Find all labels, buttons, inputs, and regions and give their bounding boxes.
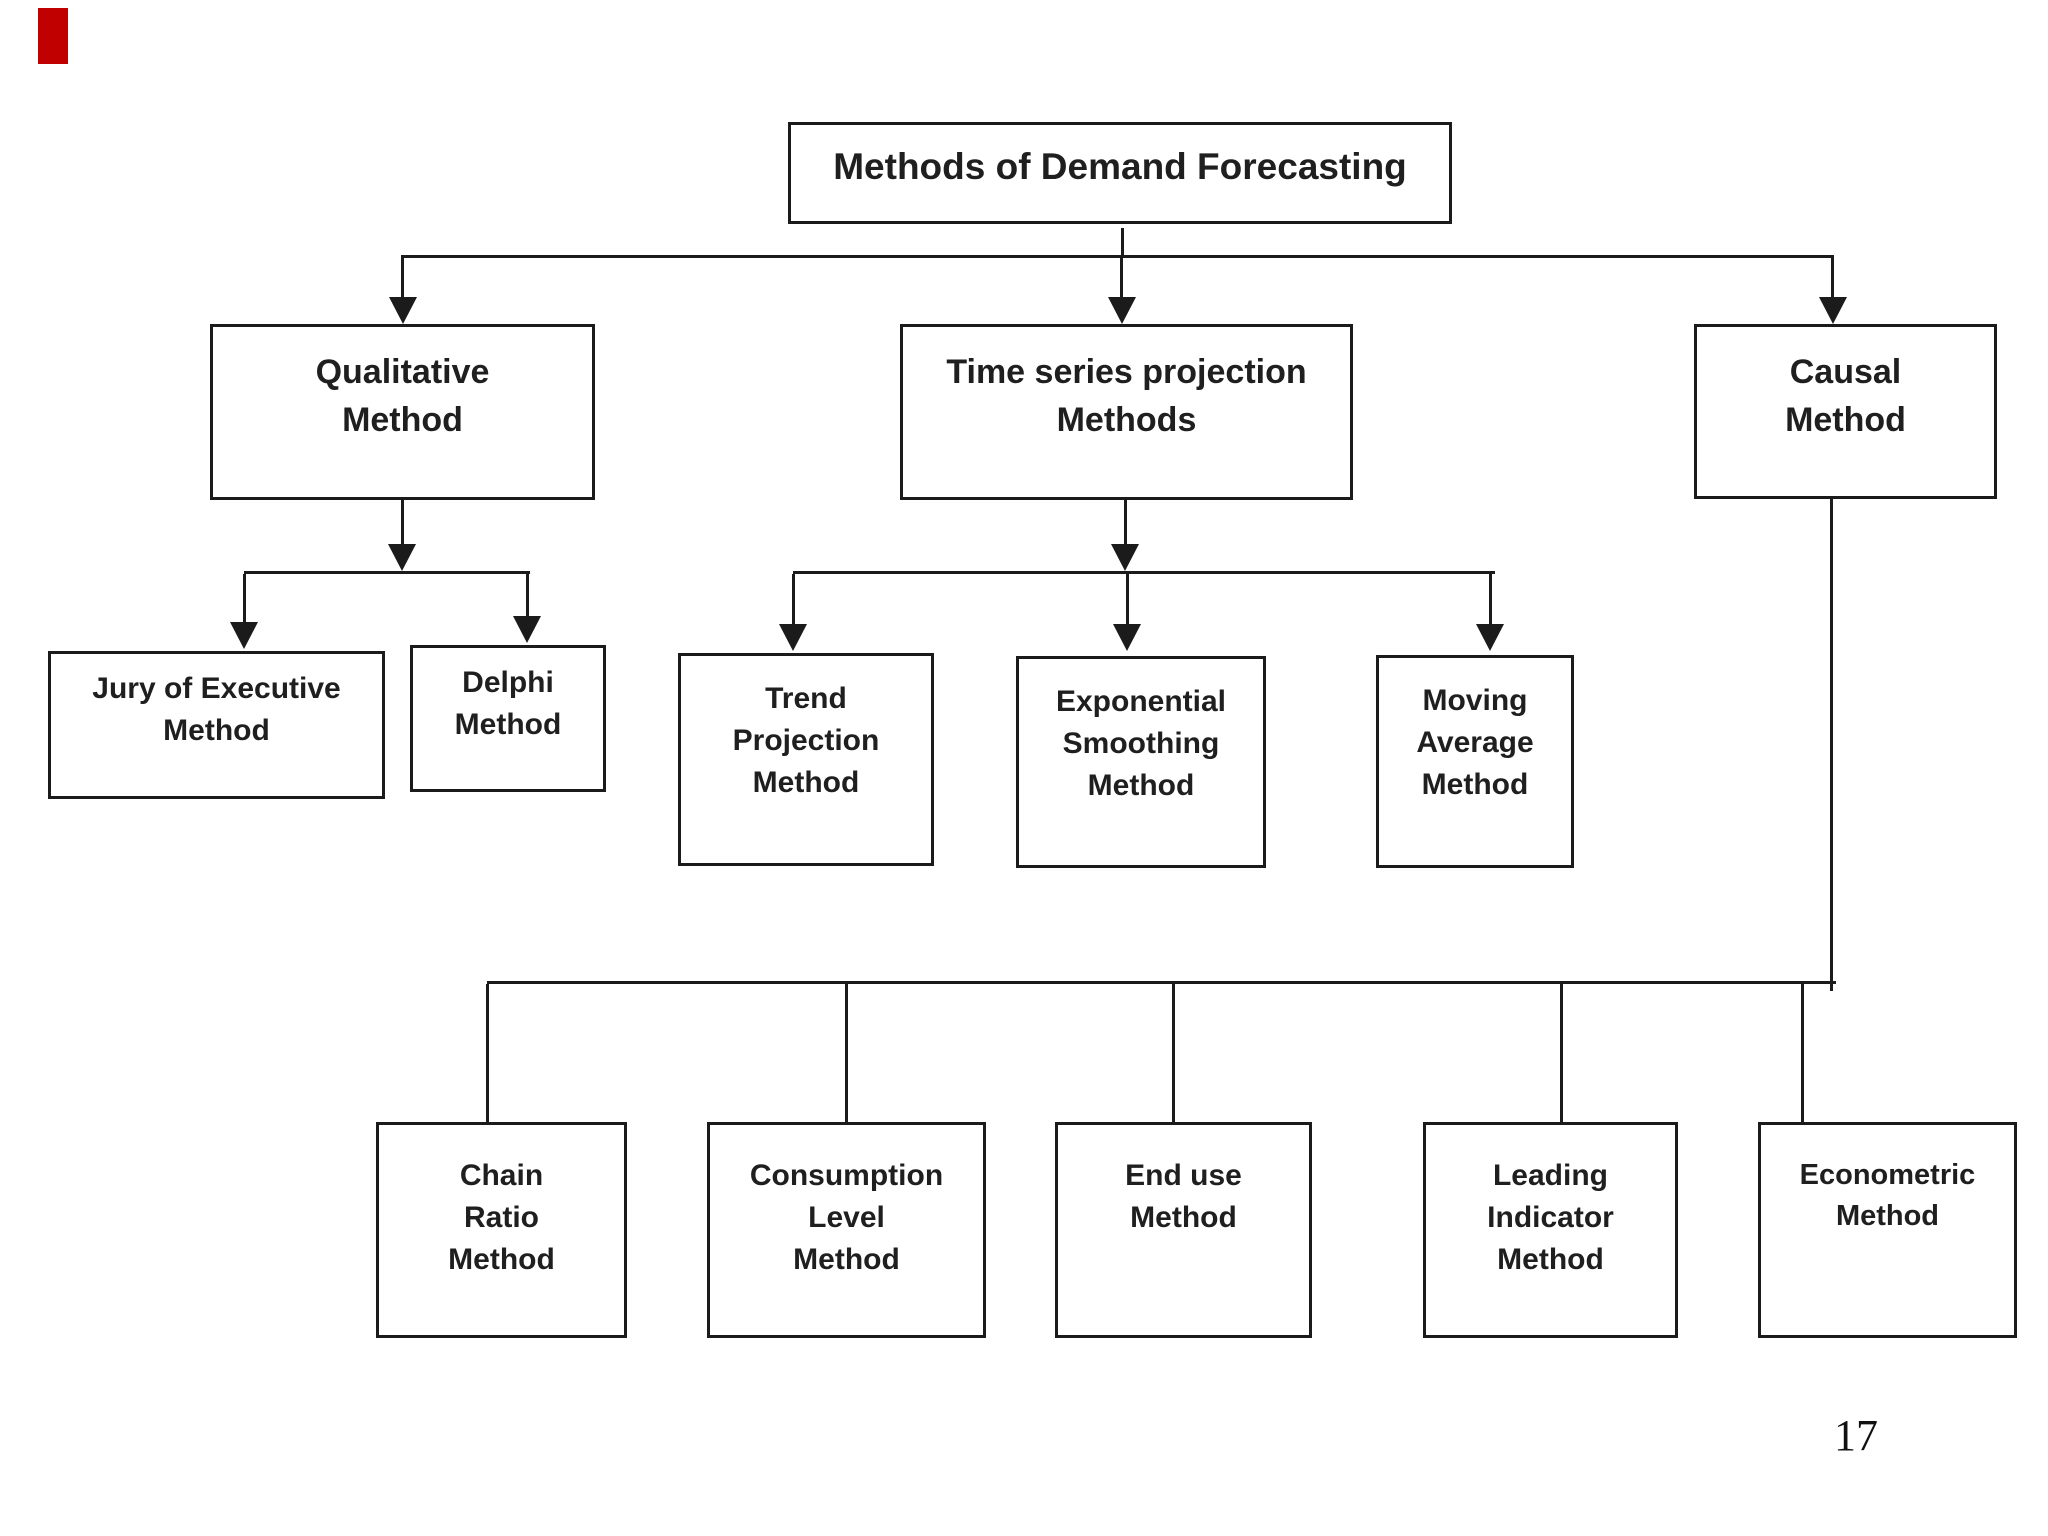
node-label: Qualitative Method: [315, 353, 490, 439]
node-delphi-method: Delphi Method: [410, 645, 606, 792]
node-jury-of-executive-method: Jury of Executive Method: [48, 651, 385, 799]
connector-line: [243, 574, 246, 624]
node-label: Chain Ratio Method: [448, 1159, 555, 1276]
node-label: Econometric Method: [1799, 1159, 1976, 1232]
arrowhead-icon: [230, 622, 258, 649]
arrowhead-icon: [389, 297, 417, 324]
connector-line: [1124, 500, 1127, 546]
arrowhead-icon: [1819, 297, 1847, 324]
connector-line: [486, 984, 489, 1122]
arrowhead-icon: [1108, 297, 1136, 324]
node-chain-ratio-method: Chain Ratio Method: [376, 1122, 627, 1338]
connector-line: [1489, 574, 1492, 626]
arrowhead-icon: [779, 624, 807, 651]
connector-line: [402, 255, 1834, 258]
node-methods-of-demand-forecasting: Methods of Demand Forecasting: [788, 122, 1452, 224]
node-label: Delphi Method: [454, 666, 562, 741]
connector-line: [1830, 499, 1833, 991]
node-leading-indicator-method: Leading Indicator Method: [1423, 1122, 1678, 1338]
connector-line: [845, 984, 848, 1122]
red-accent-bar: [38, 8, 68, 64]
connector-line: [1120, 255, 1123, 299]
page-number: 17: [1834, 1411, 1878, 1460]
node-trend-projection-method: Trend Projection Method: [678, 653, 934, 866]
node-label: Consumption Level Method: [749, 1159, 944, 1276]
node-label: Causal Method: [1785, 353, 1906, 439]
node-end-use-method: End use Method: [1055, 1122, 1312, 1338]
node-moving-average-method: Moving Average Method: [1376, 655, 1574, 868]
connector-line: [244, 571, 530, 574]
connector-line: [1801, 984, 1804, 1122]
node-qualitative-method: Qualitative Method: [210, 324, 595, 500]
arrowhead-icon: [388, 544, 416, 571]
node-consumption-level-method: Consumption Level Method: [707, 1122, 986, 1338]
connector-line: [1121, 228, 1124, 258]
arrowhead-icon: [1111, 544, 1139, 571]
arrowhead-icon: [1476, 624, 1504, 651]
connector-line: [526, 574, 529, 618]
node-label: Methods of Demand Forecasting: [833, 146, 1407, 187]
node-causal-method: Causal Method: [1694, 324, 1997, 499]
connector-line: [793, 571, 1495, 574]
connector-line: [1126, 574, 1129, 626]
connector-line: [1831, 255, 1834, 299]
node-label: Time series projection Methods: [946, 353, 1307, 439]
node-label: Exponential Smoothing Method: [1055, 685, 1227, 802]
arrowhead-icon: [1113, 624, 1141, 651]
arrowhead-icon: [513, 616, 541, 643]
node-time-series-projection-methods: Time series projection Methods: [900, 324, 1353, 500]
connector-line: [487, 981, 1836, 984]
node-label: Leading Indicator Method: [1487, 1159, 1614, 1276]
connector-line: [1172, 984, 1175, 1122]
node-label: Moving Average Method: [1416, 684, 1534, 801]
connector-line: [1560, 984, 1563, 1122]
node-label: Trend Projection Method: [732, 682, 880, 799]
connector-line: [401, 500, 404, 546]
node-exponential-smoothing-method: Exponential Smoothing Method: [1016, 656, 1266, 868]
connector-line: [401, 255, 404, 299]
connector-line: [792, 574, 795, 626]
node-label: Jury of Executive Method: [92, 672, 341, 747]
node-econometric-method: Econometric Method: [1758, 1122, 2017, 1338]
node-label: End use Method: [1125, 1159, 1242, 1234]
